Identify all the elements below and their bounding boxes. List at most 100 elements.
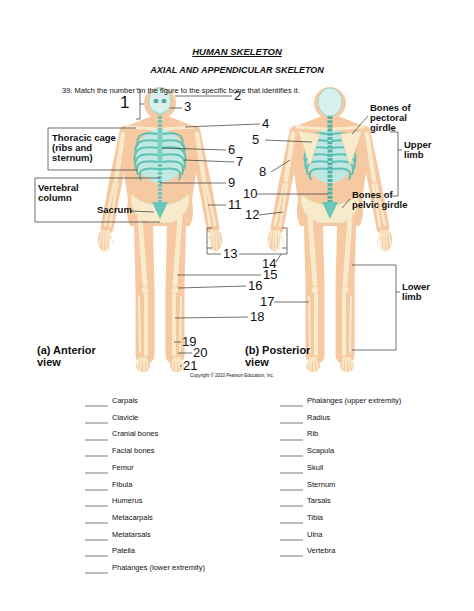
callout-number: 17 xyxy=(260,295,274,308)
leader-line xyxy=(175,96,232,97)
callout-number: 8 xyxy=(259,165,266,178)
callout-number: 7 xyxy=(236,155,243,168)
copyright-note: Copyright © 2010 Pearson Education, Inc. xyxy=(190,374,274,379)
anterior-skeleton xyxy=(161,99,166,103)
region-label: Sacrum xyxy=(97,205,132,215)
callout-number: 20 xyxy=(193,346,207,359)
region-label: Lower limb xyxy=(402,282,442,302)
answer-blank xyxy=(280,506,303,507)
worksheet-title: HUMAN SKELETON xyxy=(0,47,474,57)
callout-number: 18 xyxy=(250,310,264,323)
callout-number: 13 xyxy=(223,247,237,260)
answer-blank xyxy=(85,473,108,474)
callout-number: 6 xyxy=(228,143,235,156)
bone-name: Rib xyxy=(307,430,318,438)
bone-name: Tarsals xyxy=(307,497,331,505)
answer-blank xyxy=(85,406,303,573)
instruction: 39. Match the number on the figure to th… xyxy=(62,87,300,95)
leader-line xyxy=(398,150,402,151)
view-label: (b) Posterior view xyxy=(245,345,323,368)
answer-blank xyxy=(85,523,108,524)
anterior-skeleton xyxy=(152,202,168,219)
leader-line xyxy=(174,342,181,343)
answer-blank xyxy=(280,440,303,441)
anterior-skeleton xyxy=(134,133,158,180)
answer-blank xyxy=(280,523,303,524)
bone-name: Carpals xyxy=(112,397,138,405)
leader-line xyxy=(265,140,312,142)
subtitle: AXIAL AND APPENDICULAR SKELETON xyxy=(0,66,474,76)
bone-name: Scapula xyxy=(307,447,334,455)
callout-number: 2 xyxy=(234,89,241,102)
leader-line xyxy=(35,178,160,222)
leader-line xyxy=(162,148,226,150)
posterior-skeleton xyxy=(340,131,362,166)
answer-blank xyxy=(85,573,108,574)
anterior-skeleton xyxy=(154,110,166,114)
leader-line xyxy=(35,89,402,366)
region-label: Upper limb xyxy=(404,140,444,160)
anterior-skeleton xyxy=(98,87,222,372)
callout-number: 3 xyxy=(184,100,191,113)
region-label: Thoracic cage (ribs and sternum) xyxy=(52,133,124,163)
anterior-skeleton xyxy=(158,130,163,162)
callout-number: 1 xyxy=(120,94,129,111)
callout-number: 12 xyxy=(245,208,259,221)
bone-name: Ulna xyxy=(307,531,322,539)
leader-line xyxy=(396,292,400,293)
leader-line xyxy=(352,116,368,134)
callout-number: 10 xyxy=(243,187,257,200)
leader-line xyxy=(160,183,226,184)
callout-number: 5 xyxy=(252,133,259,146)
bone-name: Metacarpals xyxy=(112,514,153,522)
leader-line xyxy=(271,160,290,172)
posterior-skeleton xyxy=(314,87,346,119)
leader-line xyxy=(130,211,154,212)
bone-name: Phalanges (upper extremity) xyxy=(307,397,401,405)
answer-blank xyxy=(85,423,108,424)
region-label: Vertebral column xyxy=(38,183,93,203)
leader-line xyxy=(178,286,246,288)
answer-blank xyxy=(280,456,303,457)
posterior-skeleton xyxy=(269,127,326,372)
leader-line xyxy=(208,205,226,206)
answer-blank xyxy=(85,406,108,407)
answer-blank xyxy=(85,440,108,441)
leader-line xyxy=(276,254,281,262)
posterior-skeleton xyxy=(322,202,338,219)
bone-name: Metatarsals xyxy=(112,531,151,539)
anterior-skeleton xyxy=(164,127,221,372)
posterior-skeleton xyxy=(298,131,320,166)
view-label: (a) Anterior view xyxy=(37,345,112,368)
leader-line xyxy=(342,199,350,208)
leader-line xyxy=(239,248,287,254)
answer-blank xyxy=(85,506,108,507)
answer-blank xyxy=(85,540,108,541)
bone-name: Femur xyxy=(112,464,134,472)
callout-number: 4 xyxy=(262,117,269,130)
leader-line xyxy=(180,366,182,367)
callout-number: 9 xyxy=(228,176,235,189)
anterior-skeleton xyxy=(162,133,186,180)
leader-line xyxy=(390,132,398,196)
leader-line xyxy=(170,108,182,109)
answer-blank xyxy=(85,456,108,457)
bone-name: Patella xyxy=(112,547,135,555)
bone-name: Vertebra xyxy=(307,547,335,555)
region-label: Bones of pelvic girdle xyxy=(352,190,418,210)
anterior-skeleton xyxy=(158,116,162,202)
region-label: Bones of pectoral girdle xyxy=(370,103,432,133)
bone-name: Cranial bones xyxy=(112,430,158,438)
leader-line xyxy=(282,228,287,248)
leader-line xyxy=(184,160,234,162)
leader-line xyxy=(207,228,212,248)
answer-blank xyxy=(85,556,108,557)
leader-line xyxy=(259,212,283,215)
callout-number: 16 xyxy=(248,279,262,292)
answer-blank xyxy=(280,423,303,424)
answer-blank xyxy=(280,473,303,474)
bone-name: Skull xyxy=(307,464,323,472)
leader-line xyxy=(175,317,248,318)
callout-number: 15 xyxy=(263,268,277,281)
